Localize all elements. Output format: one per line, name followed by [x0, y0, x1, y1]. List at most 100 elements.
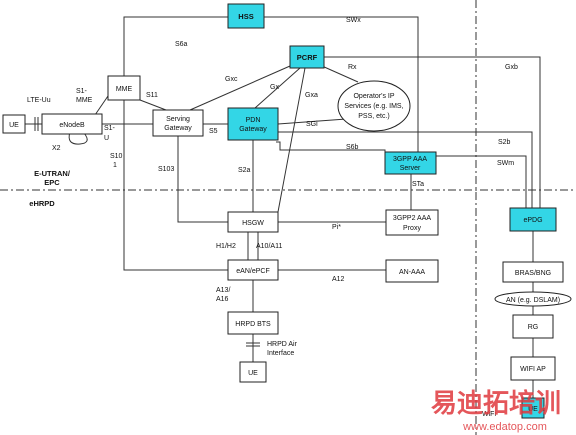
label-s11: S11: [146, 92, 158, 99]
bras-node: BRAS/BNG: [502, 261, 564, 283]
enodeb-node: eNodeB: [41, 113, 103, 135]
mme-node: MME: [107, 75, 141, 101]
label-s103: S103: [158, 166, 174, 173]
operator-ip-label-2: Services (e.g. IMS,: [344, 103, 403, 110]
link-pgw-epdg: [278, 131, 533, 208]
region-ehrpd: eHRPD: [29, 199, 55, 208]
pdn-gateway-label-2: Gateway: [239, 126, 267, 133]
operator-ip-label-1: Operator's IP: [353, 93, 394, 100]
link-hss-aaa: [264, 16, 419, 152]
label-s1-mme-1: S1-: [76, 88, 88, 95]
rg-label: RG: [528, 324, 539, 331]
link-mme-sgw: [139, 99, 167, 111]
label-a13-2: A16: [216, 296, 229, 303]
watermark: 易迪拓培训 www.edatop.com: [431, 389, 561, 433]
label-s2b: S2b: [498, 139, 511, 146]
hss-label: HSS: [238, 12, 253, 21]
label-swm: SWm: [497, 160, 514, 167]
label-h1h2: H1/H2: [216, 243, 236, 250]
label-s5: S5: [209, 128, 218, 135]
aaa-proxy-label-1: 3GPP2 AAA: [393, 215, 431, 222]
label-a10a11: A10/A11: [256, 243, 282, 250]
wifi-ap-label: WIFI AP: [520, 366, 546, 373]
ue-wifi-node: UE: [521, 397, 545, 419]
rg-node: RG: [512, 314, 554, 339]
hsgw-label: HSGW: [242, 220, 264, 227]
epdg-node: ePDG: [509, 207, 557, 232]
an-aaa-node: AN-AAA: [385, 259, 439, 283]
link-enb-mme: [94, 95, 109, 116]
label-a13-1: A13/: [216, 287, 230, 294]
label-s10-2: 1: [113, 162, 117, 169]
label-s6a: S6a: [175, 41, 188, 48]
label-rx: Rx: [348, 64, 357, 71]
region-eutran-1: E-UTRAN/: [34, 169, 71, 178]
pdn-gateway-node: PDN Gateway: [227, 107, 279, 141]
label-a12: A12: [332, 276, 345, 283]
an-dslam-label: AN (e.g. DSLAM): [506, 297, 560, 304]
link-pcrf-epdg: [324, 56, 541, 208]
label-gx: Gx: [270, 84, 279, 91]
label-s1-mme-2: MME: [76, 97, 93, 104]
ue-wifi-label: UE: [528, 406, 538, 413]
label-gxc: Gxc: [225, 76, 238, 83]
label-s2a: S2a: [238, 167, 251, 174]
label-lte-uu: LTE-Uu: [27, 97, 51, 104]
pdn-gateway-label-1: PDN: [246, 117, 261, 124]
label-s6b: S6b: [346, 144, 359, 151]
label-pi: Pi*: [332, 224, 341, 231]
label-x2: X2: [52, 145, 61, 152]
link-aaa-epdg: [436, 155, 527, 208]
an-aaa-label: AN-AAA: [399, 269, 425, 276]
pcrf-label: PCRF: [297, 53, 318, 62]
operator-ip-label-3: PSS, etc.): [358, 113, 390, 120]
hrpd-bts-label: HRPD BTS: [235, 321, 271, 328]
link-sgw-hsgw: [177, 136, 228, 223]
ean-epcf-label: eAN/ePCF: [236, 268, 269, 275]
link-hss-mme: [123, 16, 228, 76]
watermark-cn: 易迪拓培训: [431, 389, 561, 419]
epdg-label: ePDG: [523, 217, 542, 224]
link-pcrf-sgw: [189, 65, 291, 111]
ue-top-label: UE: [9, 122, 19, 129]
region-eutran-2: EPC: [44, 178, 60, 187]
hss-node: HSS: [227, 3, 265, 29]
ue-top-node: UE: [2, 114, 26, 134]
label-s10-1: S10: [110, 153, 123, 160]
serving-gateway-label-2: Gateway: [164, 125, 192, 132]
link-pgw-aaa: [276, 141, 386, 157]
aaa-proxy-node: 3GPP2 AAA Proxy: [385, 209, 439, 236]
wifi-ap-node: WIFI AP: [510, 356, 556, 381]
label-gxb: Gxb: [505, 64, 518, 71]
ue-bottom-label: UE: [248, 370, 258, 377]
label-hrpd-air-1: HRPD Air: [267, 341, 298, 348]
hrpd-bts-node: HRPD BTS: [227, 311, 279, 335]
label-gxa: Gxa: [305, 92, 318, 99]
bras-label: BRAS/BNG: [515, 270, 551, 277]
label-swx: SWx: [346, 17, 361, 24]
label-hrpd-air-2: Interface: [267, 350, 294, 357]
mme-label: MME: [116, 86, 133, 93]
interface-labels: S6a SWx Gxc Gx Gxa Rx Gxb LTE-Uu S1- MME…: [27, 17, 518, 357]
serving-gateway-label-1: Serving: [166, 116, 190, 123]
an-dslam-node: AN (e.g. DSLAM): [494, 291, 572, 307]
pcrf-node: PCRF: [289, 45, 325, 69]
label-sta: STa: [412, 181, 424, 188]
serving-gateway-node: Serving Gateway: [152, 109, 204, 137]
label-sgi: SGi: [306, 121, 318, 128]
aaa-server-label-2: Server: [400, 165, 421, 172]
region-wifi: WiFi: [482, 411, 496, 418]
link-mme-ean: [123, 100, 228, 271]
label-s1-u-1: S1-: [104, 125, 116, 132]
region-labels: E-UTRAN/ EPC eHRPD WiFi: [29, 169, 496, 418]
link-pcrf-ops: [321, 65, 359, 83]
aaa-proxy-label-2: Proxy: [403, 225, 421, 232]
hsgw-node: HSGW: [227, 211, 279, 233]
link-x2: [68, 131, 88, 145]
link-pcrf-hsgw: [277, 67, 306, 213]
connection-lines: [25, 16, 541, 398]
ue-bottom-node: UE: [239, 361, 267, 383]
aaa-server-label-1: 3GPP AAA: [393, 156, 427, 163]
watermark-url: www.edatop.com: [462, 421, 547, 433]
operator-ip-services-node: Operator's IP Services (e.g. IMS, PSS, e…: [337, 80, 411, 132]
